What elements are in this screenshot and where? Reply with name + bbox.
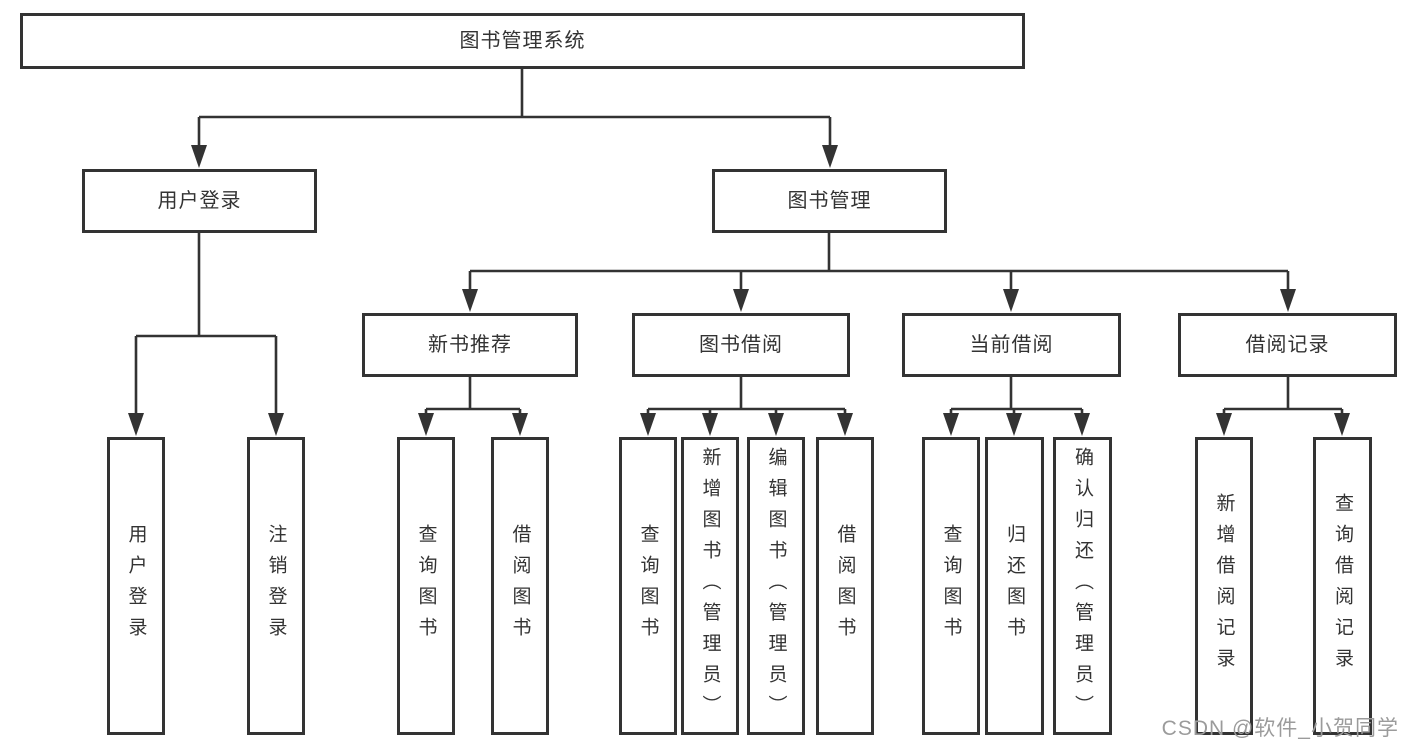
connector-current-borrowing-to-leaves [943,377,1090,436]
connector-borrowing-records-to-leaves [1216,377,1350,436]
node-label: 用户登录 [125,524,147,648]
node-current-borrowing: 当前借阅 [902,313,1121,377]
node-label: 新增借阅记录 [1213,493,1235,679]
node-label: 当前借阅 [969,334,1054,356]
connector-root-to-level2 [191,69,838,168]
node-label: 归还图书 [1004,524,1025,648]
connector-user-login-menu-to-leaves [128,233,284,436]
node-label: 图书管理系统 [459,30,586,52]
node-query-borrow-record: 查询借阅记录 [1313,437,1372,735]
node-label: 查询图书 [940,524,962,648]
node-label: 借阅记录 [1245,334,1330,356]
node-label: 确认归还（管理员） [1072,446,1093,726]
connector-new-book-recommend-to-leaves [418,377,528,436]
node-borrowing-records: 借阅记录 [1178,313,1397,377]
node-confirm-return-admin: 确认归还（管理员） [1053,437,1112,735]
node-book-management: 图书管理 [712,169,947,233]
node-label: 注销登录 [265,524,287,648]
node-borrow-books-borrowing: 借阅图书 [816,437,874,735]
node-user-login: 用户登录 [107,437,165,735]
node-add-books-admin: 新增图书（管理员） [681,437,739,735]
node-label: 查询图书 [415,524,437,648]
connector-book-management-to-level3 [462,233,1296,312]
node-query-books-recommend: 查询图书 [397,437,455,735]
node-label: 查询图书 [637,524,659,648]
connector-book-borrowing-to-leaves [640,377,853,436]
node-label: 图书借阅 [699,334,783,356]
node-query-books-current: 查询图书 [922,437,980,735]
node-label: 新书推荐 [428,334,512,356]
node-label: 借阅图书 [509,524,531,648]
node-label: 新增图书（管理员） [699,446,721,726]
node-new-book-recommend: 新书推荐 [362,313,578,377]
node-edit-books-admin: 编辑图书（管理员） [747,437,805,735]
node-label: 图书管理 [787,190,872,212]
node-logout-login: 注销登录 [247,437,305,735]
node-label: 编辑图书（管理员） [765,446,787,726]
node-add-borrow-record: 新增借阅记录 [1195,437,1253,735]
node-borrow-books-recommend: 借阅图书 [491,437,549,735]
node-label: 借阅图书 [834,524,856,648]
node-book-borrowing: 图书借阅 [632,313,850,377]
node-query-books-borrowing: 查询图书 [619,437,677,735]
node-label: 查询借阅记录 [1332,493,1353,679]
node-root: 图书管理系统 [20,13,1025,69]
node-user-login-menu: 用户登录 [82,169,317,233]
node-return-books: 归还图书 [985,437,1044,735]
csdn-watermark: CSDN @软件_小贺同学 [1161,717,1399,740]
node-label: 用户登录 [157,190,242,212]
